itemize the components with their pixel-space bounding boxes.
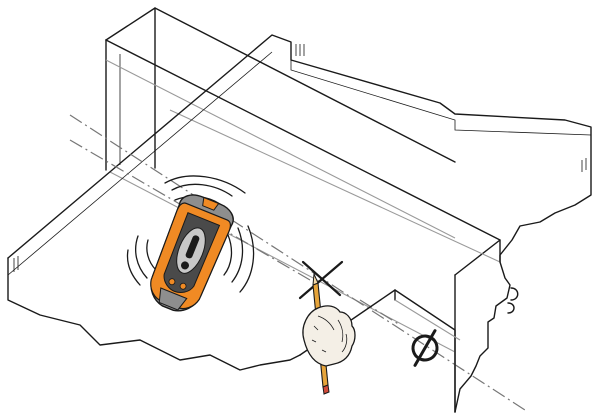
ceiling-right-notch <box>508 288 518 313</box>
x-mark <box>300 262 342 298</box>
hand <box>303 306 355 366</box>
pencil-eraser <box>323 385 329 394</box>
hand-with-pencil <box>303 274 355 394</box>
signal-wave-top-1 <box>172 184 232 196</box>
joist-left-top <box>106 8 155 168</box>
joist-beam <box>106 8 500 412</box>
cutaway-hidden-line <box>395 300 460 340</box>
stud-finder-device <box>128 176 254 319</box>
joist-hidden-edge-upper <box>106 60 455 238</box>
signal-wave-left-1 <box>147 240 156 270</box>
signal-wave-left-2 <box>136 236 147 278</box>
stud-finder-body <box>142 190 238 319</box>
ceiling-right-thickness <box>291 60 591 135</box>
ceiling-thickness-line <box>8 52 272 275</box>
joist-top-face <box>106 8 500 240</box>
joist-front-face <box>455 240 500 275</box>
signal-wave-left-3 <box>128 250 141 285</box>
centerline-symbol <box>405 325 446 372</box>
